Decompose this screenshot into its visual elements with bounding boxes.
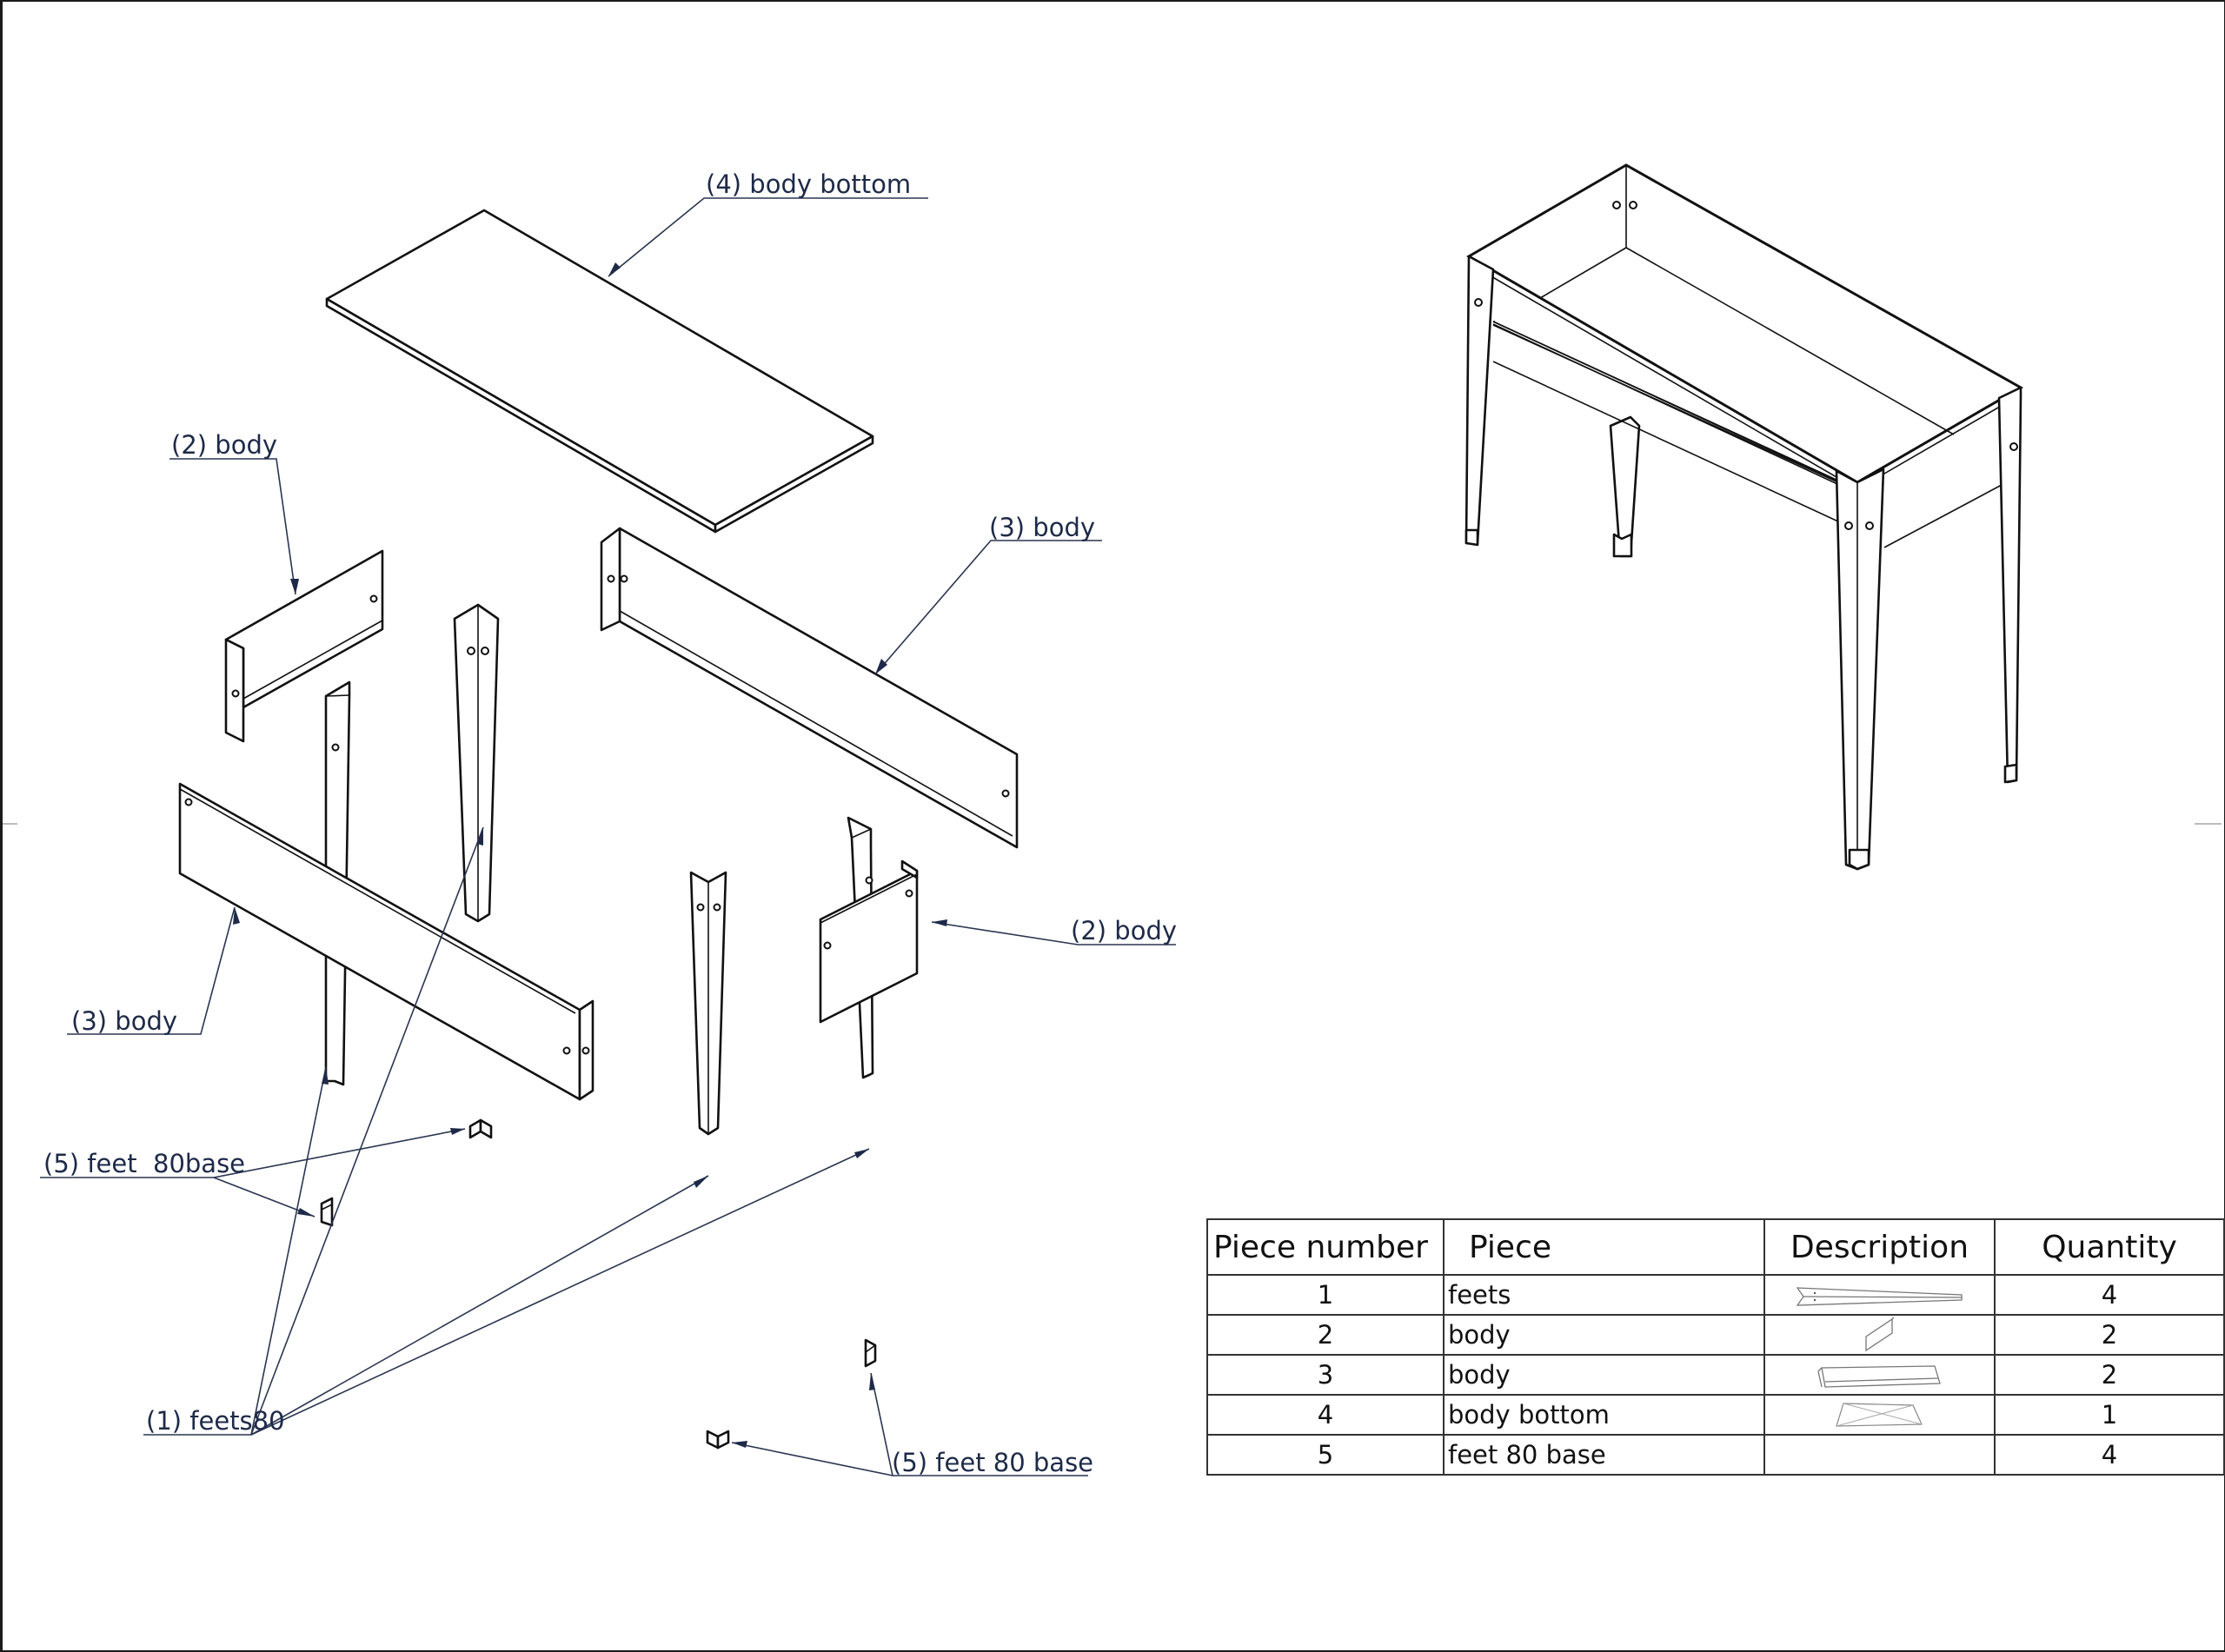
callout-body-2-upper: (2) body [171, 430, 277, 460]
part-body-short-right [819, 859, 919, 1024]
short-side-panel-thumbnail-icon [1864, 1317, 1894, 1352]
callout-feets: (1) feets80 [146, 1406, 285, 1436]
bom-description [1763, 1274, 1996, 1316]
bom-quantity: 2 [1994, 1354, 2225, 1396]
bill-of-materials-table: Piece number Piece Description Quantity … [1206, 1218, 2225, 1476]
part-body-long-left [178, 782, 594, 1101]
part-body-short-left [224, 549, 384, 743]
bom-piece-number: 5 [1206, 1434, 1445, 1476]
bom-quantity: 2 [1994, 1314, 2225, 1356]
bom-header-quantity: Quantity [1994, 1218, 2225, 1276]
bom-piece-name: body [1443, 1354, 1765, 1396]
bom-piece-name: body [1443, 1314, 1765, 1356]
callout-body-2-lower: (2) body [1071, 916, 1177, 945]
part-feet-base-3 [864, 1338, 877, 1368]
bom-quantity: 4 [1994, 1434, 2225, 1476]
callout-body-bottom: (4) body bottom [706, 169, 911, 199]
feet-leg-thumbnail-icon [1796, 1287, 1963, 1306]
bom-piece-number: 4 [1206, 1394, 1445, 1436]
bom-description [1763, 1314, 1996, 1356]
bom-piece-name: feet 80 base [1443, 1434, 1765, 1476]
callout-body-3-upper: (3) body [989, 513, 1095, 542]
part-feet-base-4 [706, 1430, 730, 1450]
bom-description [1763, 1394, 1996, 1436]
bom-header-row: Piece number Piece Description Quantity [1206, 1218, 2225, 1276]
callout-feet-base-left: (5) feet 80base [43, 1149, 245, 1178]
callout-feet-base-bottom: (5) feet 80 base [892, 1448, 1093, 1477]
part-feet-base-2 [320, 1197, 334, 1227]
bom-row: 3 body 2 [1206, 1354, 2225, 1396]
bom-piece-number: 1 [1206, 1274, 1445, 1316]
part-body-long-right [600, 527, 1019, 849]
bom-header-piece-number: Piece number [1206, 1218, 1445, 1276]
bom-description [1763, 1354, 1996, 1396]
bom-header-description: Description [1763, 1218, 1996, 1276]
bom-row: 4 body bottom 1 [1206, 1394, 2225, 1436]
bom-description-empty [1763, 1434, 1996, 1476]
bom-header-piece: Piece [1443, 1218, 1765, 1276]
callout-body-3-lower: (3) body [71, 1006, 177, 1036]
bom-piece-name: body bottom [1443, 1394, 1765, 1436]
leader-lines [40, 197, 1176, 1476]
bom-quantity: 1 [1994, 1394, 2225, 1436]
bom-piece-number: 2 [1206, 1314, 1445, 1356]
bottom-plate-thumbnail-icon [1835, 1402, 1923, 1427]
bom-row: 2 body 2 [1206, 1314, 2225, 1356]
long-side-panel-thumbnail-icon [1817, 1365, 1941, 1388]
assembled-planter-view [1465, 163, 2024, 871]
part-feet-base-1 [468, 1118, 493, 1139]
bom-piece-name: feets [1443, 1274, 1765, 1316]
bom-quantity: 4 [1994, 1274, 2225, 1316]
bom-row: 1 feets 4 [1206, 1274, 2225, 1316]
bom-row: 5 feet 80 base 4 [1206, 1434, 2225, 1476]
part-feets-upper [453, 603, 500, 923]
bom-piece-number: 3 [1206, 1354, 1445, 1396]
part-body-bottom [325, 209, 874, 534]
part-feets-lower [689, 871, 727, 1136]
